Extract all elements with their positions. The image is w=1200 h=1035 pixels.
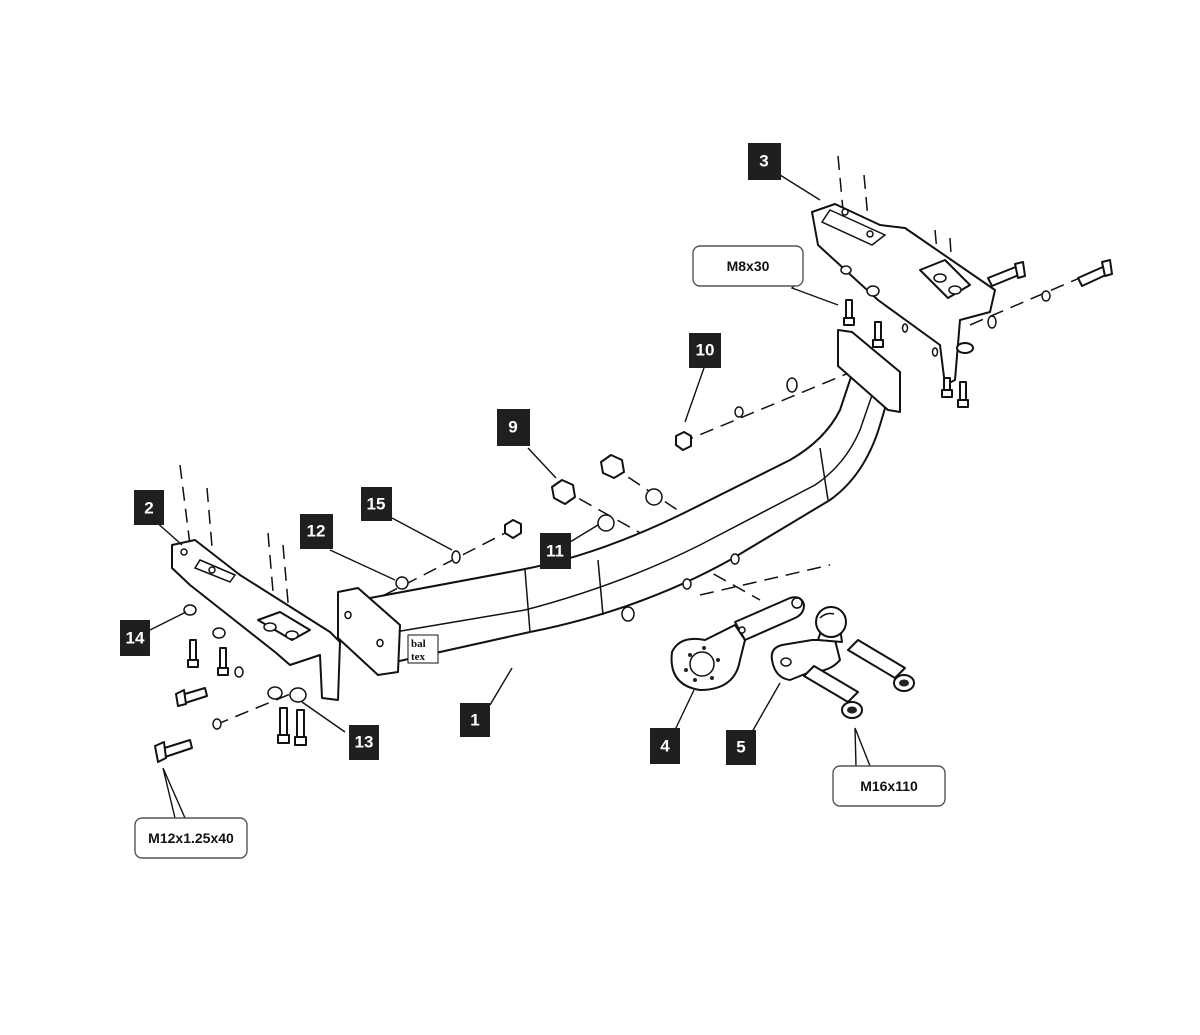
part-label-4: 4 <box>650 728 680 764</box>
part-label-2: 2 <box>134 490 164 525</box>
part-label-12: 12 <box>300 514 333 549</box>
part-label-10: 10 <box>689 333 721 368</box>
svg-text:3: 3 <box>759 152 768 171</box>
svg-text:5: 5 <box>736 738 745 757</box>
tow-ball-part-5 <box>770 606 847 681</box>
socket-plate-part-4 <box>670 596 805 691</box>
svg-text:15: 15 <box>367 495 386 514</box>
svg-text:M8x30: M8x30 <box>727 258 770 274</box>
hardware <box>154 259 1113 763</box>
callout-m8x30: M8x30 <box>692 245 804 287</box>
part-label-5: 5 <box>726 730 756 765</box>
svg-text:12: 12 <box>307 522 326 541</box>
svg-text:13: 13 <box>355 733 374 752</box>
crossbar-part-1: bal tex <box>337 329 901 676</box>
svg-text:M12x1.25x40: M12x1.25x40 <box>148 830 234 846</box>
callout-m16x110: M16x110 <box>832 765 946 807</box>
left-bracket-part-2 <box>171 539 341 701</box>
part-label-13: 13 <box>349 725 379 760</box>
part-label-14: 14 <box>120 620 150 656</box>
svg-text:9: 9 <box>508 418 517 437</box>
part-label-1: 1 <box>460 703 490 737</box>
right-bracket-part-3 <box>811 203 996 386</box>
svg-text:1: 1 <box>470 711 479 730</box>
svg-text:11: 11 <box>546 542 564 561</box>
m16-bolts <box>803 639 915 719</box>
svg-text:bal: bal <box>411 638 426 650</box>
svg-text:10: 10 <box>696 341 715 360</box>
part-label-11: 11 <box>540 533 571 569</box>
leader-lines <box>149 174 871 819</box>
svg-text:M16x110: M16x110 <box>860 778 918 794</box>
part-label-3: 3 <box>748 143 781 180</box>
callout-m12x125x40: M12x1.25x40 <box>134 817 248 859</box>
svg-text:tex: tex <box>411 651 426 663</box>
part-label-15: 15 <box>361 487 392 521</box>
svg-text:4: 4 <box>660 737 670 756</box>
baltex-logo-icon: bal tex <box>407 634 439 664</box>
part-label-9: 9 <box>497 409 530 446</box>
svg-text:2: 2 <box>144 499 153 518</box>
svg-text:14: 14 <box>126 629 145 648</box>
